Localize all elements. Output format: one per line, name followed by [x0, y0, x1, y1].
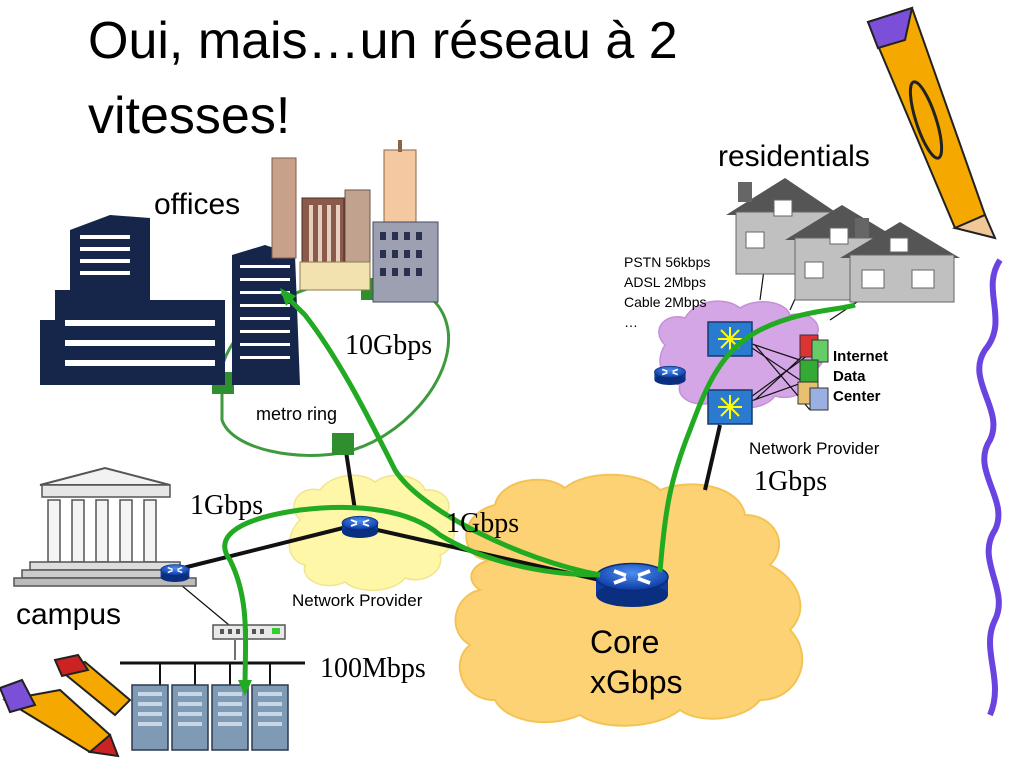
title-line-2: vitesses! [88, 87, 290, 145]
campus-router-icon [159, 563, 191, 583]
speed-provider-core-label: 1Gbps [446, 508, 519, 539]
server-rack-icon [131, 684, 289, 751]
metro-node-3 [332, 433, 354, 455]
ethernet-hub-icon [212, 624, 286, 640]
campus-building-icon [13, 466, 197, 587]
speed-right-core-label: 1Gbps [754, 466, 827, 497]
campus-label: campus [16, 598, 121, 631]
pencils-bottom-left-icon [0, 653, 132, 758]
residentials-label: residentials [718, 140, 870, 173]
residential-router-icon [653, 365, 687, 386]
access-line-2: ADSL 2Mbps [624, 274, 706, 290]
arrow-to-servers-icon [238, 680, 252, 696]
data-center-icon [797, 334, 829, 411]
lan-bus [120, 661, 305, 685]
network-provider-left-label: Network Provider [292, 591, 423, 610]
core-router-icon [594, 561, 670, 609]
speed-campus-label: 1Gbps [190, 490, 263, 521]
access-line-4: … [624, 314, 638, 330]
internet-dc-label-1: Internet [833, 348, 888, 365]
speed-lan-label: 100Mbps [320, 653, 426, 684]
internet-dc-label-2: Data [833, 368, 866, 385]
provider-router-icon [341, 515, 379, 539]
network-provider-right-label: Network Provider [749, 439, 880, 458]
offices-label: offices [154, 188, 240, 221]
core-label: Core [590, 624, 659, 660]
speed-metro-label: 10Gbps [345, 330, 432, 361]
access-line-3: Cable 2Mbps [624, 294, 707, 310]
core-speed-label: xGbps [590, 664, 682, 700]
access-line-1: PSTN 56kbps [624, 254, 710, 270]
pencil-top-right-icon [866, 6, 997, 240]
title-line-1: Oui, mais…un réseau à 2 [88, 12, 678, 70]
offices-buildings-icon [40, 140, 439, 385]
houses-icon [726, 178, 960, 303]
green-path [222, 290, 856, 691]
metro-ring-label: metro ring [256, 404, 337, 424]
arrow-to-offices-icon [280, 288, 296, 306]
internet-dc-label-3: Center [833, 388, 881, 405]
wavy-purple-line [976, 258, 1003, 717]
